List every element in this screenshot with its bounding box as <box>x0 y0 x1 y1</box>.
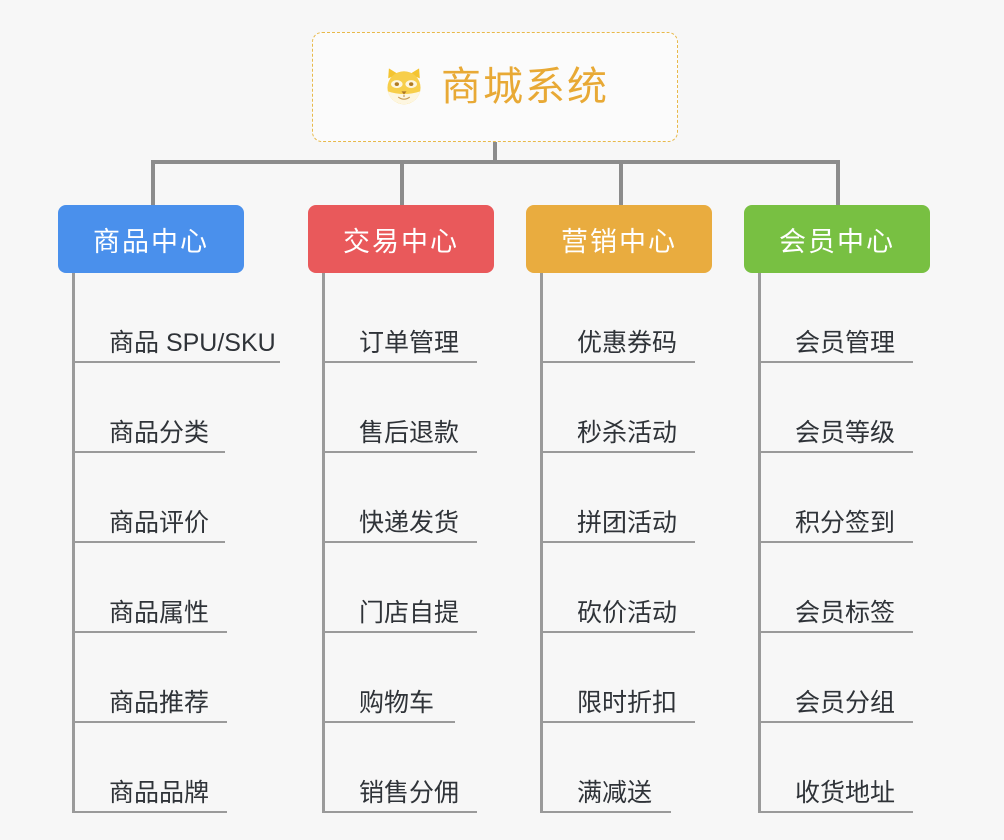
column-4: 会员中心会员管理会员等级积分签到会员标签会员分组收货地址 <box>744 205 930 813</box>
leaf-label: 商品评价 <box>109 508 210 537</box>
leaf-label: 会员分组 <box>795 688 896 717</box>
leaf-node[interactable]: 砍价活动 <box>543 543 695 633</box>
leaf-label: 商品推荐 <box>109 688 210 717</box>
column-header-4[interactable]: 会员中心 <box>744 205 930 273</box>
leaf-node[interactable]: 拼团活动 <box>543 453 695 543</box>
leaf-node[interactable]: 收货地址 <box>761 723 913 813</box>
leaf-node[interactable]: 商品分类 <box>75 363 225 453</box>
connector-drop-3 <box>619 160 623 208</box>
leaf-node[interactable]: 限时折扣 <box>543 633 695 723</box>
connector-drop-2 <box>400 160 404 208</box>
leaf-label: 限时折扣 <box>577 688 678 717</box>
leaf-node[interactable]: 商品推荐 <box>75 633 227 723</box>
connector-root-stem <box>493 142 497 164</box>
connector-drop-4 <box>836 160 840 208</box>
leaf-node[interactable]: 商品品牌 <box>75 723 227 813</box>
column-header-1[interactable]: 商品中心 <box>58 205 244 273</box>
leaf-node[interactable]: 满减送 <box>543 723 671 813</box>
leaf-label: 快递发货 <box>359 508 460 537</box>
leaf-node[interactable]: 秒杀活动 <box>543 363 695 453</box>
leaf-node[interactable]: 门店自提 <box>325 543 477 633</box>
leaf-label: 秒杀活动 <box>577 418 678 447</box>
column-header-2[interactable]: 交易中心 <box>308 205 494 273</box>
connector-horizontal-bus <box>151 160 839 164</box>
dog-face-icon <box>387 68 421 107</box>
leaf-label: 商品 SPU/SKU <box>109 328 276 357</box>
leaf-label: 商品品牌 <box>109 778 210 807</box>
leaf-node[interactable]: 会员管理 <box>761 273 913 363</box>
leaf-label: 会员标签 <box>795 598 896 627</box>
leaf-node[interactable]: 会员标签 <box>761 543 913 633</box>
leaf-label: 会员等级 <box>795 418 896 447</box>
leaf-label: 砍价活动 <box>577 598 678 627</box>
leaf-label: 满减送 <box>577 778 653 807</box>
leaf-node[interactable]: 优惠券码 <box>543 273 695 363</box>
root-node[interactable]: 商城系统 <box>312 32 678 142</box>
leaf-label: 销售分佣 <box>359 778 460 807</box>
column-2: 交易中心订单管理售后退款快递发货门店自提购物车销售分佣 <box>308 205 494 813</box>
leaf-node[interactable]: 订单管理 <box>325 273 477 363</box>
leaf-node[interactable]: 商品属性 <box>75 543 227 633</box>
column-3: 营销中心优惠券码秒杀活动拼团活动砍价活动限时折扣满减送 <box>526 205 712 813</box>
leaf-label: 优惠券码 <box>577 328 678 357</box>
leaf-node[interactable]: 商品 SPU/SKU <box>75 273 280 363</box>
leaf-label: 拼团活动 <box>577 508 678 537</box>
leaf-node[interactable]: 会员分组 <box>761 633 913 723</box>
leaf-label: 会员管理 <box>795 328 896 357</box>
leaf-label: 门店自提 <box>359 598 460 627</box>
column-items-4: 会员管理会员等级积分签到会员标签会员分组收货地址 <box>758 273 930 813</box>
leaf-label: 购物车 <box>359 688 435 717</box>
leaf-label: 订单管理 <box>359 328 460 357</box>
column-header-3[interactable]: 营销中心 <box>526 205 712 273</box>
leaf-label: 售后退款 <box>359 418 460 447</box>
column-items-2: 订单管理售后退款快递发货门店自提购物车销售分佣 <box>322 273 494 813</box>
connector-drop-1 <box>151 160 155 208</box>
leaf-node[interactable]: 售后退款 <box>325 363 477 453</box>
root-title: 商城系统 <box>441 65 609 109</box>
leaf-label: 积分签到 <box>795 508 896 537</box>
leaf-node[interactable]: 购物车 <box>325 633 455 723</box>
column-items-3: 优惠券码秒杀活动拼团活动砍价活动限时折扣满减送 <box>540 273 712 813</box>
leaf-label: 商品分类 <box>109 418 210 447</box>
leaf-label: 商品属性 <box>109 598 210 627</box>
leaf-node[interactable]: 商品评价 <box>75 453 225 543</box>
leaf-node[interactable]: 快递发货 <box>325 453 477 543</box>
leaf-node[interactable]: 会员等级 <box>761 363 913 453</box>
leaf-node[interactable]: 销售分佣 <box>325 723 477 813</box>
column-items-1: 商品 SPU/SKU 商品分类商品评价商品属性商品推荐商品品牌 <box>72 273 280 813</box>
leaf-label: 收货地址 <box>795 778 896 807</box>
column-1: 商品中心商品 SPU/SKU 商品分类商品评价商品属性商品推荐商品品牌 <box>58 205 280 813</box>
leaf-node[interactable]: 积分签到 <box>761 453 913 543</box>
